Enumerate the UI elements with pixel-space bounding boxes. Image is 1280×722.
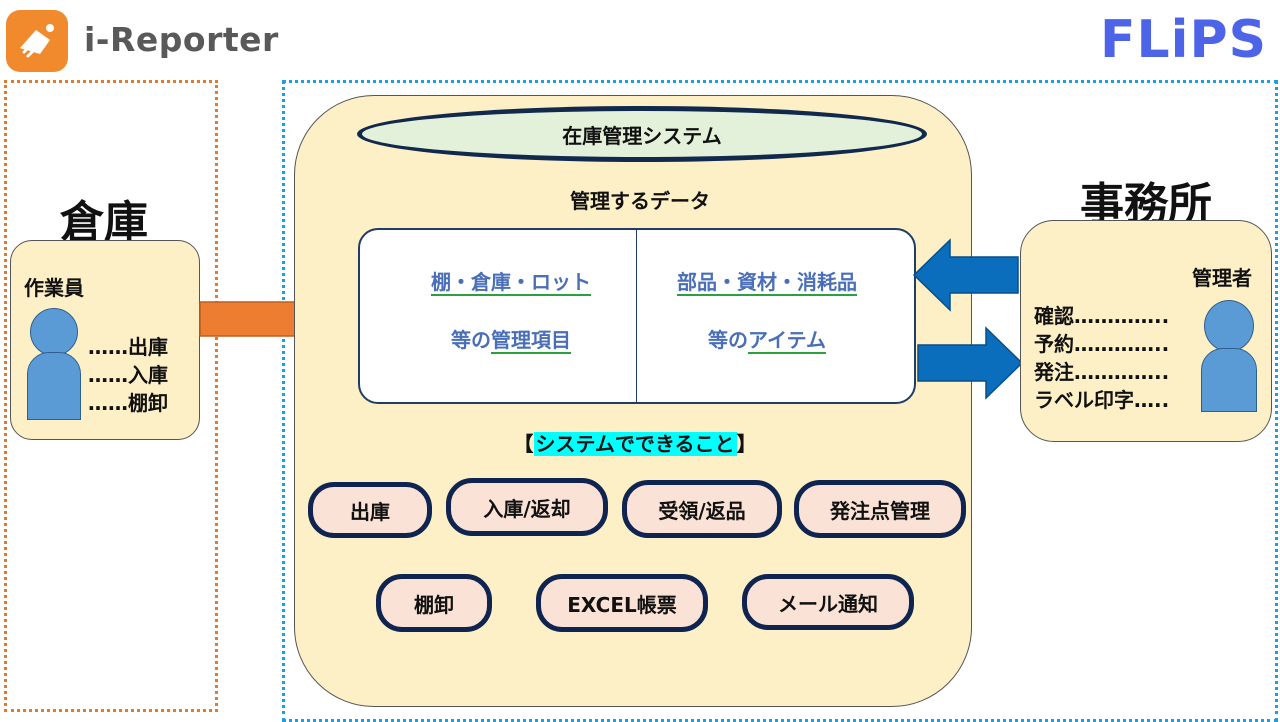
manager-task-reserve: 予約………….. [1034, 332, 1170, 356]
i-reporter-logo-icon [6, 10, 68, 72]
worker-task-ship: ……出庫 [88, 335, 168, 359]
warehouse-title: 倉庫 [60, 197, 148, 248]
function-stocktake: 棚卸 [376, 574, 492, 632]
function-ship: 出庫 [308, 482, 432, 538]
managed-items-line1: 棚・倉庫・ロット [400, 266, 622, 295]
i-reporter-logo-text: i-Reporter [84, 20, 279, 59]
worker-task-stocktake: ……棚卸 [88, 391, 168, 415]
function-accept-return: 受領/返品 [622, 480, 782, 538]
worker-person-icon [30, 308, 78, 356]
manager-person-body-icon [1201, 348, 1257, 412]
worker-task-list: ……出庫 ……入庫 ……棚卸 [88, 333, 168, 417]
managed-items-line2: 等の管理項目 [400, 324, 622, 353]
system-to-office-arrow-icon [917, 326, 1024, 400]
manager-task-order: 発注………….. [1034, 360, 1170, 384]
function-receive-return: 入庫/返却 [446, 478, 608, 536]
flips-logo: FLiPS [1100, 10, 1268, 70]
item-types-line1: 部品・資材・消耗品 [650, 266, 884, 295]
item-types-line2: 等のアイテム [650, 324, 884, 353]
capabilities-text: システムでできること [533, 432, 737, 456]
capabilities-bracket-close: 】 [736, 432, 757, 456]
manager-task-confirm: 確認………….. [1034, 304, 1170, 328]
managed-items-main: 管理項目 [491, 328, 571, 352]
worker-label: 作業員 [24, 276, 84, 300]
item-types-main: アイテム [748, 328, 826, 352]
function-reorder-point: 発注点管理 [794, 480, 966, 538]
capabilities-bracket-open: 【 [513, 432, 534, 456]
office-to-system-arrow-icon [912, 238, 1019, 312]
capabilities-label: 【システムでできること】 [500, 428, 770, 457]
worker-person-body-icon [27, 352, 81, 420]
warehouse-frame [4, 80, 218, 712]
manager-task-list: 確認………….. 予約………….. 発注………….. ラベル印字….. [1034, 302, 1169, 414]
managed-data-divider [636, 230, 637, 402]
worker-task-receive: ……入庫 [88, 363, 168, 387]
managed-items-text: 棚・倉庫・ロット [431, 270, 591, 294]
managed-items-prefix: 等の [451, 328, 491, 352]
system-title: 在庫管理システム [357, 106, 927, 162]
function-excel-report: EXCEL帳票 [536, 574, 708, 632]
manager-person-icon [1204, 300, 1254, 352]
managed-data-box [358, 228, 916, 404]
managed-data-label: 管理するデータ [570, 189, 710, 213]
manager-label: 管理者 [1192, 266, 1252, 290]
item-types-text: 部品・資材・消耗品 [677, 270, 857, 294]
manager-task-label-print: ラベル印字….. [1034, 388, 1170, 412]
function-email-notify: メール通知 [742, 574, 914, 630]
item-types-prefix: 等の [708, 328, 748, 352]
